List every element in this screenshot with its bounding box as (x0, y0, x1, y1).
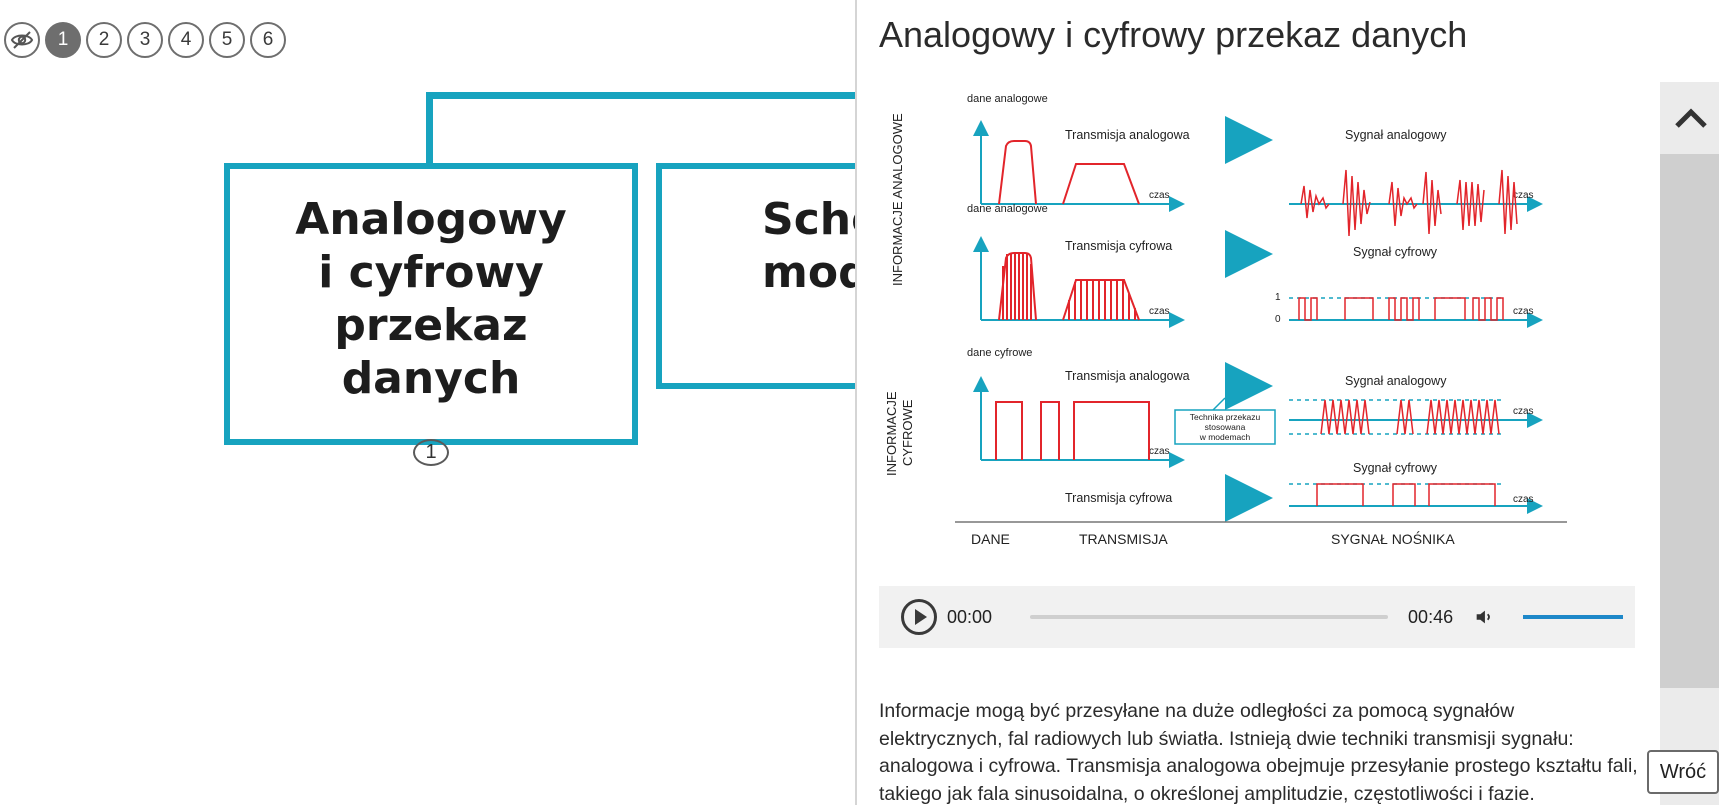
level-0-label: 0 (1275, 314, 1281, 325)
row3-digital-data (995, 401, 1150, 460)
row2-signal-label: Sygnał cyfrowy (1353, 245, 1438, 259)
row3-modulated-signal (1320, 399, 1500, 435)
audio-progress-bar[interactable] (1030, 615, 1389, 619)
audio-duration: 00:46 (1408, 606, 1454, 627)
topic-box-number: 1 (413, 439, 449, 466)
side-label-analog: INFORMACJE ANALOGOWE (890, 113, 905, 286)
row1-signal-label: Sygnał analogowy (1345, 128, 1447, 142)
volume-icon[interactable] (1473, 606, 1495, 628)
czas-label: czas (1513, 306, 1534, 317)
play-button[interactable] (901, 599, 937, 635)
row2-transmission-label: Transmisja cyfrowa (1065, 239, 1172, 253)
nav-item-3[interactable]: 3 (127, 22, 163, 58)
row1-signal-wave (1300, 169, 1518, 237)
topic-box-title: Analogowy i cyfrowy przekaz danych (295, 194, 567, 404)
topic-box-title-2: Sche mod (762, 194, 856, 298)
chevron-up-icon (1674, 108, 1707, 128)
panel-scrollbar[interactable] (1660, 82, 1719, 805)
row4-transmission-label: Transmisja cyfrowa (1065, 491, 1172, 505)
audio-player: 00:00 00:46 (879, 586, 1635, 648)
row2-digital-signal (1298, 297, 1504, 321)
row1-transmission-label: Transmisja analogowa (1065, 128, 1190, 142)
row3-data-label: dane cyfrowe (967, 347, 1032, 359)
scroll-thumb[interactable] (1660, 154, 1719, 688)
nav-item-2[interactable]: 2 (86, 22, 122, 58)
nav-item-4[interactable]: 4 (168, 22, 204, 58)
side-label-digital-1: INFORMACJE (884, 391, 899, 476)
hide-eye-icon[interactable] (4, 22, 40, 58)
row1-axes (973, 120, 1543, 212)
modem-note-line3: w modemach (1199, 432, 1251, 442)
czas-label: czas (1149, 446, 1170, 457)
nav-item-5[interactable]: 5 (209, 22, 245, 58)
nav-item-6[interactable]: 6 (250, 22, 286, 58)
czas-label: czas (1149, 306, 1170, 317)
side-label-digital-2: CYFROWE (900, 399, 915, 466)
description-text: Informacje mogą być przesyłane na duże o… (879, 700, 1638, 805)
slide-navigation: 1 2 3 4 5 6 (4, 22, 286, 58)
side-labels: INFORMACJE ANALOGOWE INFORMACJE CYFROWE (884, 113, 915, 476)
row4-digital-signal (1316, 483, 1496, 506)
panel-title: Analogowy i cyfrowy przekaz danych (879, 14, 1468, 55)
row3-transmission-label: Transmisja analogowa (1065, 369, 1190, 383)
modem-note-box (1174, 409, 1276, 445)
play-icon (915, 609, 927, 625)
detail-panel: Analogowy i cyfrowy przekaz danych INFOR… (855, 0, 1719, 805)
footer-transmission-label: TRANSMISJA (1079, 531, 1168, 547)
footer-data-label: DANE (971, 531, 1010, 547)
volume-slider[interactable] (1523, 615, 1624, 619)
modem-note-line2: stosowana (1205, 422, 1246, 432)
czas-label: czas (1149, 190, 1170, 201)
czas-label: czas (1513, 406, 1534, 417)
topic-box-analog-digital[interactable]: Analogowy i cyfrowy przekaz danych 1 (224, 163, 638, 466)
mindmap-canvas[interactable]: 1 2 3 4 5 6 Analogowy i cyfrowy przekaz … (0, 0, 856, 805)
level-1-label: 1 (1275, 292, 1281, 303)
audio-current-time: 00:00 (947, 606, 993, 627)
connector-line-vertical (426, 92, 433, 167)
back-button[interactable]: Wróć (1647, 750, 1719, 794)
czas-label: czas (1513, 494, 1534, 505)
czas-label: czas (1513, 190, 1534, 201)
nav-item-1[interactable]: 1 (45, 22, 81, 58)
row1-analog-data-wave (998, 140, 1140, 205)
modem-note-line1: Technika przekazu (1190, 412, 1261, 422)
footer-signal-label: SYGNAŁ NOŚNIKA (1331, 530, 1455, 547)
row4-signal-label: Sygnał cyfrowy (1353, 461, 1438, 475)
modem-note-pointer (1212, 397, 1226, 411)
topic-box-modem-scheme[interactable]: Sche mod (656, 163, 856, 389)
row1-data-label: dane analogowe (967, 93, 1048, 105)
signal-diagram: INFORMACJE ANALOGOWE INFORMACJE CYFROWE … (879, 86, 1679, 562)
row3-signal-label: Sygnał analogowy (1345, 374, 1447, 388)
scroll-up-button[interactable] (1660, 82, 1719, 154)
row2-sampled-data (998, 252, 1140, 321)
row2-data-label: dane analogowe (967, 203, 1048, 215)
connector-line (426, 92, 856, 99)
